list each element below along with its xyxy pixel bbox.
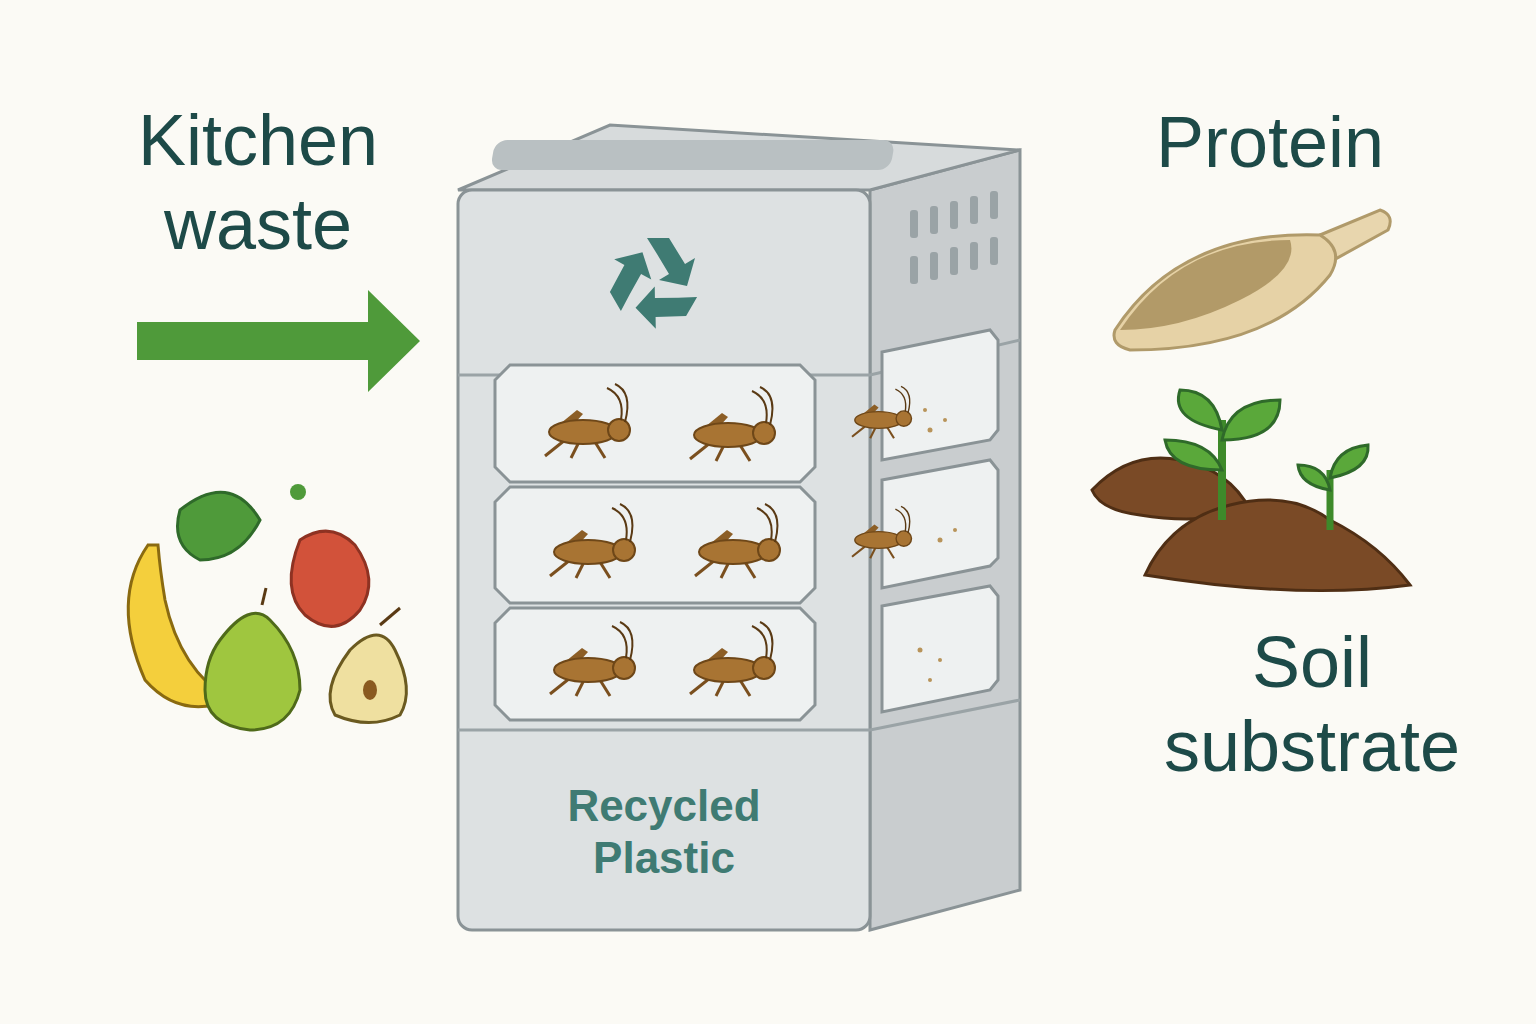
soil-plant-icon bbox=[1092, 390, 1410, 591]
box-label: Recycled Plastic bbox=[504, 780, 824, 884]
input-arrow bbox=[137, 290, 420, 392]
input-label: Kitchen waste bbox=[68, 98, 448, 266]
kitchen-waste-icon bbox=[128, 484, 406, 730]
protein-scoop bbox=[1114, 210, 1390, 350]
container-box: Recycled Plastic bbox=[458, 742, 870, 922]
cricket-farm-box bbox=[458, 125, 1020, 930]
output-label: Soil substrate bbox=[1132, 620, 1492, 788]
output-label: Protein bbox=[1090, 100, 1450, 184]
